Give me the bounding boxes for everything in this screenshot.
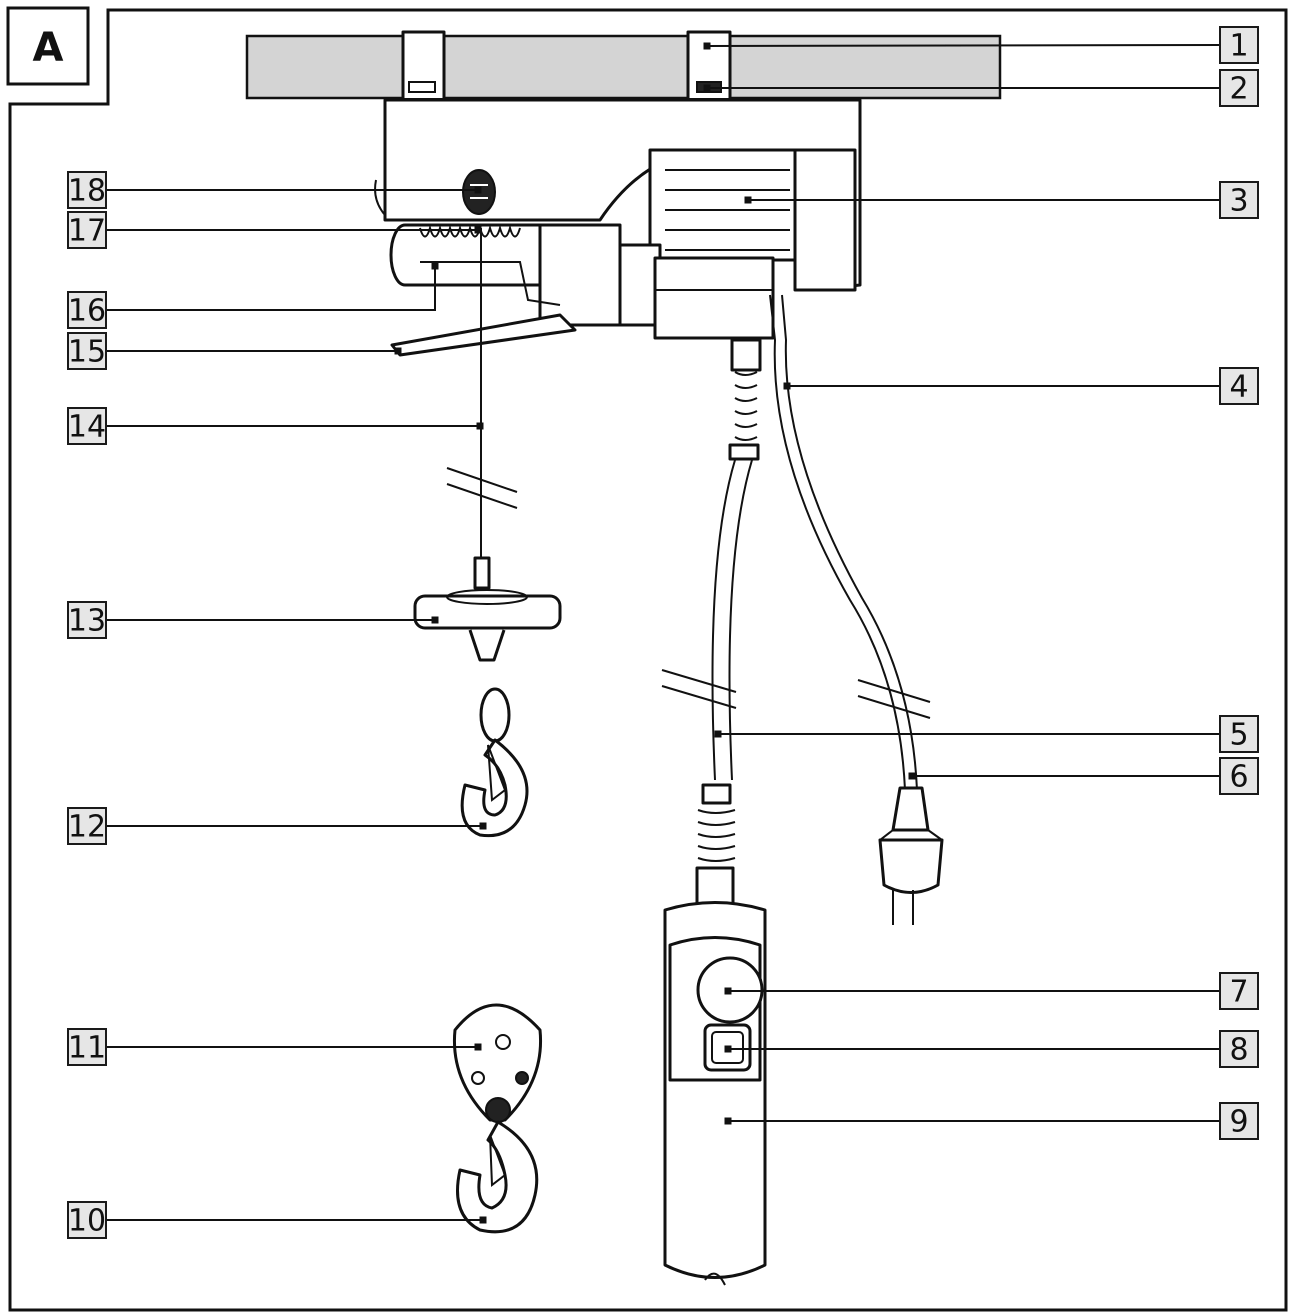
callout-anchor bbox=[744, 196, 752, 204]
callout-anchor bbox=[394, 347, 402, 355]
callout-box bbox=[1219, 1030, 1259, 1068]
callout-leader bbox=[106, 266, 436, 311]
switch-box bbox=[653, 256, 775, 340]
guide-bar bbox=[420, 261, 561, 306]
callout-1: 1 bbox=[703, 26, 1259, 64]
callout-box bbox=[67, 1028, 107, 1066]
callout-box bbox=[67, 1201, 107, 1239]
callout-6: 6 bbox=[908, 757, 1259, 795]
figure-label-box: A bbox=[6, 6, 90, 86]
callout-box bbox=[1219, 69, 1259, 107]
callout-leader bbox=[706, 44, 1221, 47]
callout-anchor bbox=[479, 1216, 487, 1224]
callout-box bbox=[67, 407, 107, 445]
callout-number: 11 bbox=[68, 1031, 106, 1066]
motor bbox=[648, 148, 857, 292]
load-hook bbox=[460, 687, 529, 838]
callout-number: 14 bbox=[68, 410, 106, 445]
callout-number: 12 bbox=[68, 810, 106, 845]
callout-anchor bbox=[474, 186, 482, 194]
callout-18: 18 bbox=[67, 171, 482, 209]
callout-9: 9 bbox=[724, 1102, 1259, 1140]
callout-box bbox=[67, 807, 107, 845]
callout-anchor bbox=[908, 772, 916, 780]
callout-number: 15 bbox=[68, 335, 106, 370]
callout-8: 8 bbox=[724, 1030, 1259, 1068]
callout-anchor bbox=[476, 422, 484, 430]
callout-13: 13 bbox=[67, 601, 439, 639]
callout-anchor bbox=[783, 382, 791, 390]
figure-label: A bbox=[33, 25, 64, 71]
power-cable-break-mark bbox=[857, 679, 931, 719]
callout-5: 5 bbox=[714, 715, 1259, 753]
callout-3: 3 bbox=[744, 181, 1259, 219]
callout-box bbox=[1219, 1102, 1259, 1140]
callout-box bbox=[1219, 757, 1259, 795]
callout-7: 7 bbox=[724, 972, 1259, 1010]
callout-box bbox=[67, 211, 107, 249]
callout-box bbox=[1219, 715, 1259, 753]
pendant-control bbox=[663, 901, 767, 1286]
power-cable bbox=[769, 294, 918, 791]
callout-anchor bbox=[703, 84, 711, 92]
callout-number: 5 bbox=[1229, 718, 1248, 753]
cable-break-mark bbox=[446, 467, 518, 509]
stop-weight bbox=[413, 589, 562, 662]
callout-box bbox=[1219, 367, 1259, 405]
callout-box bbox=[1219, 181, 1259, 219]
frame-border bbox=[8, 8, 1288, 1312]
callout-anchor bbox=[724, 987, 732, 995]
callout-number: 17 bbox=[68, 214, 106, 249]
callout-box bbox=[67, 332, 107, 370]
callout-number: 16 bbox=[68, 294, 106, 329]
callout-number: 8 bbox=[1229, 1033, 1248, 1068]
callout-box bbox=[1219, 972, 1259, 1010]
callout-anchor bbox=[431, 616, 439, 624]
pulley-block bbox=[452, 1003, 543, 1123]
callout-number: 9 bbox=[1229, 1105, 1248, 1140]
power-plug bbox=[878, 786, 944, 925]
callout-box bbox=[67, 601, 107, 639]
cable-stopper bbox=[473, 556, 491, 590]
callout-number: 6 bbox=[1229, 760, 1248, 795]
callout-17: 17 bbox=[67, 211, 482, 249]
control-cable bbox=[695, 338, 762, 915]
callout-14: 14 bbox=[67, 407, 484, 445]
callout-4: 4 bbox=[783, 367, 1259, 405]
callout-anchor bbox=[431, 262, 439, 270]
callout-box bbox=[67, 291, 107, 329]
pulley-hook bbox=[456, 1120, 539, 1234]
cable-drum bbox=[389, 223, 662, 327]
callout-number: 1 bbox=[1229, 29, 1248, 64]
callout-anchor bbox=[724, 1045, 732, 1053]
handle-lever bbox=[390, 313, 577, 357]
callout-11: 11 bbox=[67, 1028, 482, 1066]
callout-box bbox=[67, 171, 107, 209]
callout-anchor bbox=[703, 42, 711, 50]
callout-anchor bbox=[724, 1117, 732, 1125]
control-cable-break-mark bbox=[661, 669, 737, 709]
callout-12: 12 bbox=[67, 807, 487, 845]
callout-number: 18 bbox=[68, 174, 106, 209]
callout-number: 4 bbox=[1229, 370, 1248, 405]
callout-15: 15 bbox=[67, 332, 402, 370]
callout-2: 2 bbox=[703, 69, 1259, 107]
mounting-bracket-left bbox=[401, 30, 446, 98]
callout-anchor bbox=[474, 226, 482, 234]
callout-number: 13 bbox=[68, 604, 106, 639]
callout-16: 16 bbox=[67, 262, 439, 329]
callout-anchor bbox=[474, 1043, 482, 1051]
callout-anchor bbox=[479, 822, 487, 830]
callout-number: 3 bbox=[1229, 184, 1248, 219]
callout-anchor bbox=[714, 730, 722, 738]
callout-box bbox=[1219, 26, 1259, 64]
callout-number: 10 bbox=[68, 1204, 106, 1239]
callout-number: 2 bbox=[1229, 72, 1248, 107]
callout-number: 7 bbox=[1229, 975, 1248, 1010]
callout-10: 10 bbox=[67, 1201, 487, 1239]
